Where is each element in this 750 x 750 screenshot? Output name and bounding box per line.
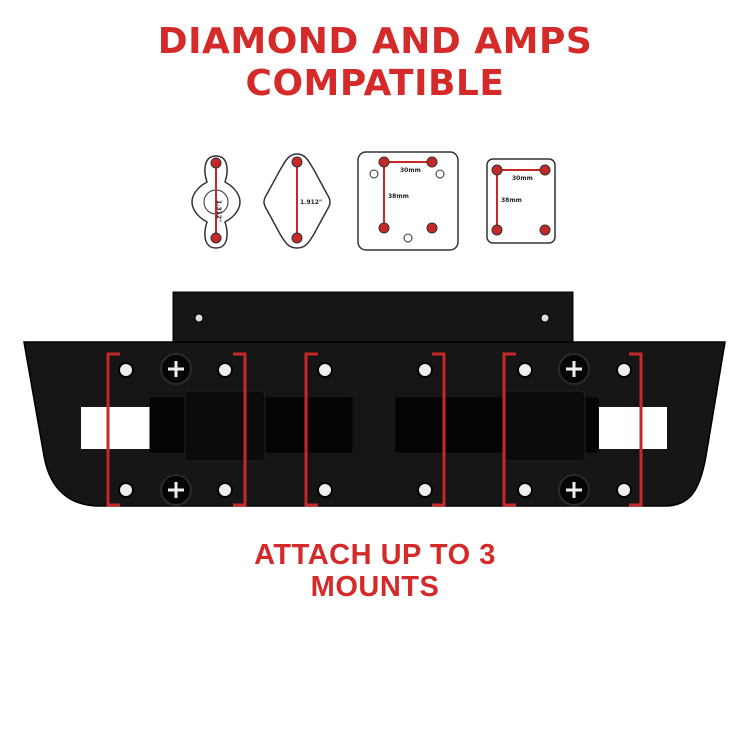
screw-top-right: [558, 353, 590, 385]
amps-plate-vertical: 38mm: [501, 197, 522, 204]
diamond-2-hole-icon: 1.312": [191, 155, 241, 249]
amps-plate-horizontal: 30mm: [512, 175, 533, 182]
headline-line-2: COMPATIBLE: [245, 63, 505, 104]
top-hole-row: [118, 362, 632, 378]
diamond-two-hole-spacing: 1.312": [215, 200, 222, 222]
bottom-hole-row: [118, 482, 632, 498]
screw-bottom-right: [558, 474, 590, 506]
amps-square-vertical: 38mm: [388, 193, 409, 200]
diamond-4-point-icon: 1.912": [263, 153, 331, 249]
diamond-four-point-spacing: 1.912": [300, 199, 322, 206]
mount-position-brackets: [106, 352, 643, 507]
mounting-patterns-row: 1.312" 1.912" 30mm 38mm: [0, 140, 750, 260]
plate-body: [23, 341, 726, 507]
amps-square-horizontal: 30mm: [400, 167, 421, 174]
amps-plate-4-hole-icon: 30mm 38mm: [486, 158, 556, 244]
screws: [160, 353, 590, 506]
headline-line-1: DIAMOND AND AMPS: [157, 21, 593, 62]
mounting-plate: [23, 291, 726, 507]
mounting-patterns: 1.312" 1.912" 30mm 38mm: [191, 151, 556, 251]
screw-top-left: [160, 353, 192, 385]
caption-line-2: MOUNTS: [310, 571, 440, 603]
mount-slots: [81, 390, 667, 462]
screw-bottom-left: [160, 474, 192, 506]
amps-square-4-hole-icon: 30mm 38mm: [357, 151, 459, 251]
caption-line-1: ATTACH UP TO 3: [254, 539, 496, 571]
